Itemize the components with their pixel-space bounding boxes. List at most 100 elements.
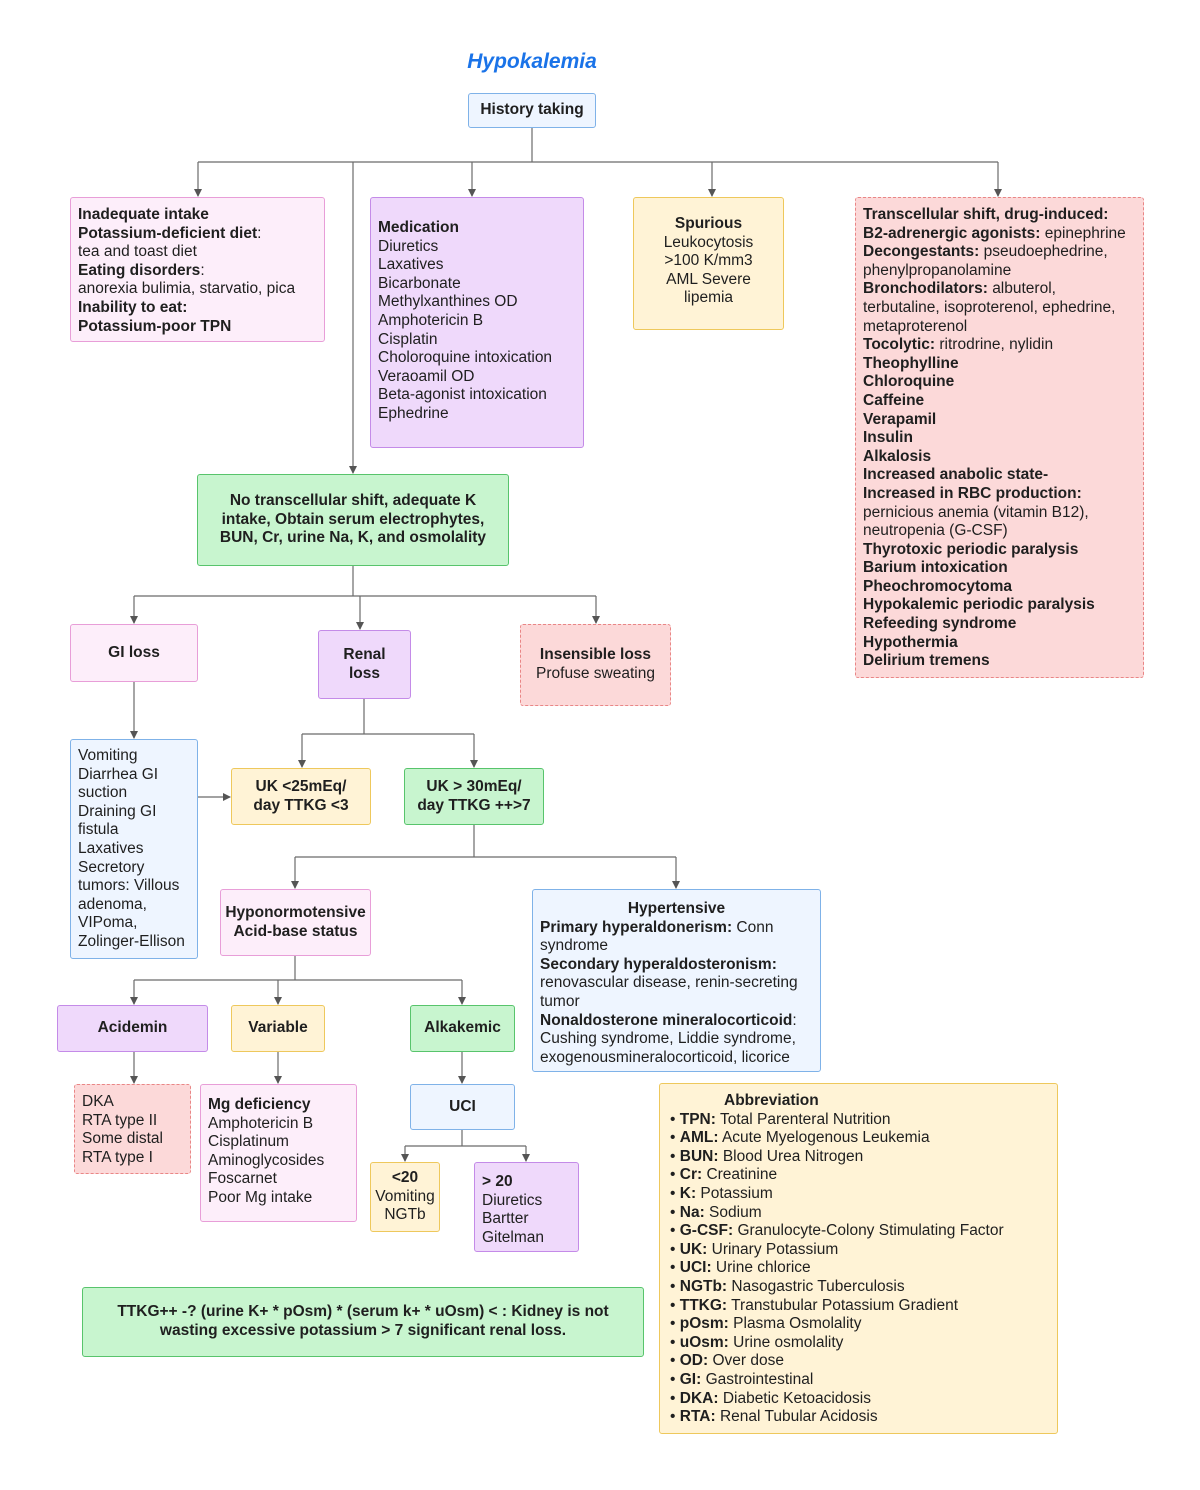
gi-cause-line: Laxatives	[78, 839, 144, 857]
mg-item: Cisplatinum	[208, 1133, 289, 1151]
tpn-label: Potassium-poor TPN	[78, 317, 232, 335]
rbc-text: pernicious anemia (vitamin B12),	[863, 503, 1089, 521]
hyponormo-line: Acid-base status	[233, 922, 358, 940]
uci-low-line: NGTb	[384, 1206, 426, 1224]
tocolytic-label: Tocolytic:	[863, 336, 936, 354]
uk-low-line: day TTKG <3	[253, 796, 349, 814]
transcellular-item: Hypothermia	[863, 633, 958, 651]
abbreviation-item: • pOsm: Plasma Osmolality	[670, 1315, 862, 1333]
node-transcellular-shift: Transcellular shift, drug-induced: B2-ad…	[855, 197, 1144, 678]
nonaldo-text: Cushing syndrome, Liddie syndrome,	[540, 1030, 796, 1048]
uci-high-line: Diuretics	[482, 1191, 543, 1209]
abbreviation-item: • K: Potassium	[670, 1184, 773, 1202]
transcellular-item: Caffeine	[863, 391, 925, 409]
secondary-label: Secondary hyperaldosteronism:	[540, 955, 777, 973]
gi-cause-line: VIPoma,	[78, 914, 138, 932]
diet-label: Potassium-deficient diet	[78, 224, 258, 242]
connector-renal	[302, 699, 474, 735]
hypertensive-heading: Hypertensive	[627, 900, 726, 917]
bronchodilators-label: Bronchodilators:	[863, 280, 988, 298]
medication-item: Cisplatin	[378, 330, 438, 348]
gi-cause-line: adenoma,	[78, 895, 147, 913]
uk-high-line: day TTKG ++>7	[417, 796, 531, 814]
gi-cause-line: suction	[78, 784, 128, 802]
bronchodilators-text: terbutaline, isoproterenol, ephedrine,	[863, 298, 1116, 316]
transcellular-item: Hypokalemic periodic paralysis	[863, 596, 1095, 614]
gi-cause-line: fistula	[78, 821, 119, 839]
node-uk-low: UK <25mEq/ day TTKG <3	[231, 768, 371, 825]
nonaldo-label: Nonaldosterone mineralocorticoid	[540, 1011, 793, 1029]
transcellular-item: Increased anabolic state-	[863, 466, 1049, 484]
transcellular-item: Chloroquine	[863, 373, 955, 391]
diet-text: tea and toast diet	[78, 243, 197, 261]
primary-text: syndrome	[540, 937, 609, 955]
abbreviation-item: • G-CSF: Granulocyte-Colony Stimulating …	[670, 1222, 1004, 1240]
transcellular-item: Pheochromocytoma	[863, 577, 1013, 595]
medication-item: Amphotericin B	[378, 311, 484, 329]
spurious-line: lipemia	[683, 289, 734, 307]
b2-label: B2-adrenergic agonists:	[863, 224, 1041, 242]
connector-no-shift	[134, 566, 596, 597]
transcellular-item: Thyrotoxic periodic paralysis	[863, 540, 1079, 558]
gi-cause-line: Vomiting	[78, 747, 138, 764]
uci-high-line: Bartter	[482, 1210, 529, 1228]
node-history-taking: History taking	[468, 93, 596, 128]
node-renal-loss: Renal loss	[318, 630, 411, 699]
abbreviation-item: • RTA: Renal Tubular Acidosis	[670, 1408, 878, 1426]
transcellular-heading: Transcellular shift, drug-induced:	[863, 206, 1109, 223]
node-uk-high: UK > 30mEq/ day TTKG ++>7	[404, 768, 544, 825]
alkakemic-label: Alkakemic	[424, 1019, 501, 1037]
ttkg-note-line: TTKG++ -? (urine K+ * pOsm) * (serum k+ …	[117, 1303, 609, 1321]
abbreviation-item: • TPN: Total Parenteral Nutrition	[670, 1110, 891, 1128]
node-gi-loss: GI loss	[70, 624, 198, 682]
eating-label: Eating disorders	[78, 261, 201, 279]
ttkg-note-line: wasting excessive potassium > 7 signific…	[159, 1322, 567, 1339]
transcellular-item: Increased in RBC production:	[863, 484, 1082, 502]
b2-text: epinephrine	[1044, 224, 1126, 242]
spurious-heading: Spurious	[674, 215, 743, 232]
transcellular-item: Verapamil	[863, 410, 937, 428]
abbreviation-item: • OD: Over dose	[670, 1352, 784, 1370]
medication-item: Methylxanthines OD	[378, 293, 518, 311]
decongestants-text: pseudoephedrine,	[983, 243, 1108, 261]
transcellular-item: Theophylline	[863, 354, 959, 372]
node-inadequate-intake: Inadequate intake Potassium-deficient di…	[70, 197, 325, 342]
primary-label: Primary hyperaldonerism:	[540, 918, 733, 936]
node-hypertensive: Hypertensive Primary hyperaldonerism: Co…	[532, 889, 821, 1072]
renal-loss-label: Renal loss	[343, 645, 386, 682]
node-medication: Medication Diuretics Laxatives Bicarbona…	[370, 197, 584, 448]
uci-low-heading: <20	[391, 1169, 419, 1187]
medication-item: Bicarbonate	[378, 274, 461, 292]
medication-item: Veraoamil OD	[378, 367, 475, 385]
node-variable: Variable	[231, 1005, 325, 1052]
bronchodilators-text: metaproterenol	[863, 317, 968, 335]
diet-colon: :	[257, 224, 262, 242]
medication-item: Ephedrine	[378, 404, 449, 422]
insensible-heading: Insensible loss	[539, 646, 652, 664]
spurious-line: Leukocytosis	[663, 233, 754, 251]
uci-high-heading: > 20	[482, 1173, 513, 1190]
transcellular-item: Alkalosis	[863, 447, 932, 465]
node-gi-causes: Vomiting Diarrhea GI suction Draining GI…	[70, 739, 198, 959]
abbreviation-item: • UK: Urinary Potassium	[670, 1240, 839, 1258]
gi-cause-line: Zolinger-Ellison	[78, 932, 185, 950]
primary-text: Conn	[736, 918, 774, 936]
acidemin-label: Acidemin	[97, 1019, 168, 1037]
eating-colon: :	[200, 261, 205, 279]
no-shift-line: No transcellular shift, adequate K	[229, 492, 477, 510]
mg-item: Poor Mg intake	[208, 1188, 313, 1206]
node-insensible-loss: Insensible loss Profuse sweating	[520, 624, 671, 706]
abbreviation-item: • Cr: Creatinine	[670, 1166, 778, 1184]
inability-label: Inability to eat:	[78, 298, 188, 316]
abbreviation-item: • GI: Gastrointestinal	[670, 1370, 814, 1388]
rbc-text: neutropenia (G-CSF)	[863, 522, 1008, 540]
abbreviation-item: • Na: Sodium	[670, 1203, 762, 1221]
node-alkakemic: Alkakemic	[410, 1005, 515, 1052]
transcellular-item: Refeeding syndrome	[863, 615, 1017, 633]
spurious-line: AML Severe	[666, 270, 751, 288]
nonaldo-text: exogenousmineralocorticoid, licorice	[540, 1048, 790, 1066]
acid-cause-line: Some distal	[82, 1130, 163, 1148]
mg-item: Foscarnet	[208, 1170, 277, 1188]
medication-item: Diuretics	[378, 237, 439, 255]
